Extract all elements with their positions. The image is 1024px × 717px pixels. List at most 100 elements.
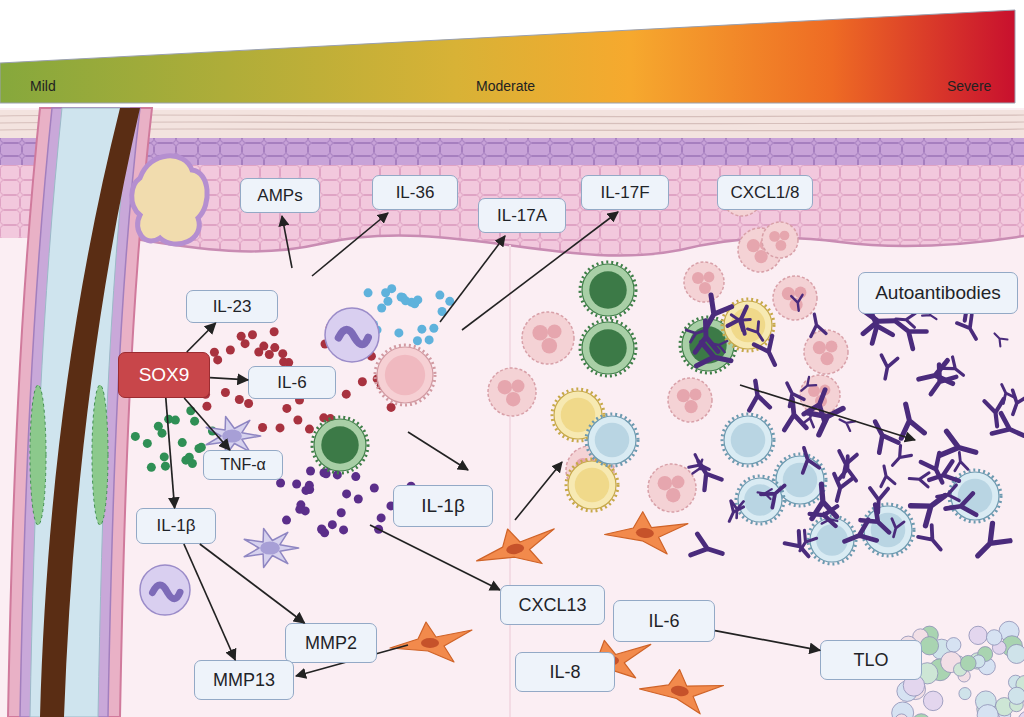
mediator-box: IL-8: [515, 652, 615, 692]
severity-label: Mild: [30, 78, 56, 94]
node-text: IL-36: [396, 183, 435, 203]
cytokine-dot: [160, 452, 169, 461]
antibody: [918, 525, 947, 555]
tlo-cell: [1018, 711, 1024, 717]
antibody: [921, 453, 952, 487]
antibody-shape: [808, 397, 849, 434]
cytokine-dot: [394, 328, 403, 337]
fibroblast: [472, 521, 560, 575]
mediator-box: IL-1β: [393, 485, 493, 527]
cell-nucleus: [783, 463, 818, 498]
tlo-cell: [960, 655, 976, 671]
tlo-cell: [959, 688, 971, 700]
mediator-box: IL-17A: [478, 198, 566, 233]
antibody: [887, 519, 904, 539]
cell-lobe: [692, 272, 704, 284]
antibody: [807, 313, 826, 337]
cytokine-dot: [306, 467, 315, 476]
antibody-shape: [865, 417, 898, 453]
antibody: [953, 452, 968, 471]
node-text: CXCL1/8: [731, 183, 800, 203]
cell-lobe: [506, 392, 520, 406]
cell-lobe: [821, 352, 834, 365]
severity-label: Moderate: [476, 78, 535, 94]
connector-arrow: [184, 398, 230, 450]
neutrophil: [488, 368, 536, 416]
cytokine-dot: [235, 395, 244, 404]
tlo-cell: [1008, 687, 1024, 704]
cytokine-dot: [248, 330, 257, 339]
antibody: [894, 401, 924, 438]
dendritic-cell: [244, 529, 298, 568]
cytokine-dot: [221, 388, 230, 397]
cytokine-dot: [258, 423, 267, 432]
antibody: [895, 312, 915, 327]
antibody: [798, 377, 816, 395]
cell-lobe: [826, 341, 838, 353]
cell-lobe: [666, 488, 680, 502]
cytokine-dot: [377, 304, 386, 313]
antibody-shape: [969, 523, 1010, 564]
tlo-cell: [920, 637, 938, 655]
cell-nucleus: [589, 329, 626, 366]
cell-nucleus: [339, 330, 369, 345]
antibody-shape: [691, 534, 726, 564]
mediator-box: IL-6: [613, 600, 715, 642]
cytokine-dot: [342, 489, 351, 498]
cell-fringe: [580, 320, 636, 376]
node-text: IL-8: [549, 662, 580, 683]
node-text: IL-6: [648, 611, 679, 632]
mediator-box: CXCL13: [500, 585, 605, 625]
antibody: [992, 413, 1024, 445]
neutrophil: [668, 378, 712, 422]
node-text: TLO: [853, 650, 888, 671]
fibroblast-body: [637, 663, 725, 717]
follicle-patch: [92, 385, 108, 525]
tlo-cell: [923, 691, 942, 710]
leader-arrow: [440, 236, 505, 322]
neutrophil: [773, 276, 817, 320]
cytokine-dot: [171, 416, 180, 425]
neutrophil: [684, 262, 724, 302]
antibody-shape: [754, 336, 784, 369]
tlo-cell: [895, 714, 908, 717]
tlo-cell: [986, 630, 1001, 645]
stratum-corneum: [0, 110, 1024, 138]
antibody: [822, 513, 839, 526]
cell-lobe: [658, 476, 672, 490]
cell-nucleus: [421, 638, 439, 648]
antibody-shape: [757, 487, 772, 499]
antibody: [840, 520, 876, 552]
antibody-shape: [895, 312, 915, 327]
mediator-box: IL-1β: [136, 508, 216, 544]
antibody-shape: [869, 488, 888, 513]
cell-nucleus: [505, 542, 524, 555]
cytokine-dot: [387, 284, 396, 293]
node-text: IL-17A: [497, 206, 547, 226]
antibody-shape: [798, 377, 816, 395]
node-text: IL-23: [213, 297, 252, 317]
cell-fringe: [566, 459, 618, 511]
cytokine-dot: [429, 324, 438, 333]
fibroblast-body: [472, 521, 560, 575]
macrophage: [140, 565, 190, 615]
cytokine-dot: [377, 513, 386, 522]
cell-fringe: [722, 414, 774, 466]
cell-lobe: [685, 400, 698, 413]
cell-nucleus: [589, 271, 626, 308]
cytokine-dot: [270, 327, 279, 336]
panel-divider: [509, 245, 511, 717]
antibody-shape: [887, 519, 904, 539]
antibody: [796, 445, 820, 473]
antibody-shape: [710, 338, 728, 352]
fibroblast: [390, 622, 472, 662]
antibody: [909, 471, 929, 487]
cytokine-dot: [186, 406, 195, 415]
mediator-box: AMPs: [240, 178, 320, 213]
antibody-shape: [911, 486, 953, 526]
lymphocyte: [377, 347, 433, 403]
cell-nucleus: [670, 684, 689, 697]
antibody: [804, 386, 836, 423]
connector-arrow: [715, 631, 820, 651]
cell-nucleus: [636, 527, 655, 539]
